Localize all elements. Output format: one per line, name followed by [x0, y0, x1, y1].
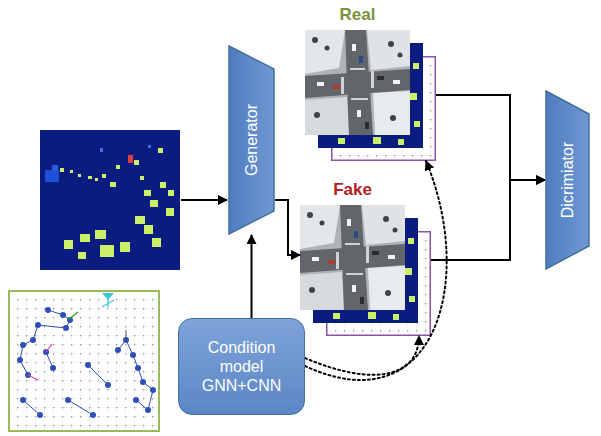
illustration-part [116, 165, 120, 169]
illustration-part [30, 337, 36, 343]
illustration-part [28, 375, 38, 380]
illustration-part [37, 412, 43, 418]
trapezoid-shape [229, 46, 274, 234]
arrow-connector [436, 95, 545, 180]
illustration-part [126, 330, 127, 340]
illustration-part [45, 307, 51, 313]
illustration-part [90, 412, 96, 418]
arrow-connector [275, 200, 300, 255]
illustration-part [144, 190, 151, 196]
trapezoid-shape [546, 91, 589, 269]
illustration-part [80, 234, 90, 242]
arrow-connector [251, 235, 253, 318]
illustration-part [158, 148, 163, 153]
illustration-part [305, 30, 410, 135]
illustration-part [20, 342, 26, 348]
illustration-part [60, 148, 174, 259]
illustration-part [168, 190, 174, 196]
fake-image-stack: Fake [300, 205, 431, 336]
illustration-part [115, 347, 121, 353]
illustration-part [102, 300, 114, 307]
scene-graph [9, 291, 159, 431]
illustration-part [145, 407, 151, 413]
illustration-part [65, 397, 71, 403]
dotted-connector [305, 161, 447, 380]
illustration-part [152, 238, 161, 247]
real-image-stack: Real [305, 30, 436, 161]
fake-image-layers [300, 205, 430, 335]
illustration-part [78, 174, 81, 177]
arrow-connector [431, 180, 545, 260]
image-heading: Fake [300, 180, 405, 200]
illustration-part [150, 200, 158, 207]
illustration-part [105, 382, 111, 388]
illustration-part [95, 178, 98, 181]
illustration-part [120, 242, 130, 252]
box-label: Condition model GNN+CNN [197, 338, 287, 395]
illustration-part [46, 340, 153, 410]
condition-model-box: Condition model GNN+CNN [178, 318, 305, 415]
illustration-part [20, 310, 153, 415]
illustration-part [85, 362, 91, 368]
illustration-part [46, 344, 52, 352]
layout-map [40, 130, 180, 270]
illustration-part [60, 312, 66, 318]
illustration-part [135, 365, 141, 371]
illustration-part [110, 182, 116, 187]
illustration-part [20, 397, 26, 403]
illustration-part [45, 170, 59, 182]
illustration-part [144, 225, 153, 234]
illustration-part [102, 293, 114, 300]
illustration-part [40, 130, 180, 270]
illustration-part [150, 387, 156, 393]
block-label: Dicrimiator [559, 142, 577, 218]
illustration-part [300, 205, 405, 310]
generator-block: Generator [228, 45, 275, 235]
illustration-part [35, 322, 41, 328]
illustration-part [140, 176, 144, 180]
illustration-part [63, 325, 69, 331]
illustration-part [140, 379, 146, 385]
illustration-part [60, 168, 64, 172]
image-heading: Real [305, 5, 410, 25]
illustration-part [70, 170, 73, 173]
block-label: Generator [243, 104, 261, 176]
illustration-part [148, 145, 151, 148]
illustration-part [17, 307, 156, 418]
illustration-part [68, 312, 78, 320]
illustration-part [166, 208, 174, 216]
illustration-part [52, 165, 58, 171]
discriminator-block: Dicrimiator [545, 90, 590, 270]
illustration-part [135, 216, 145, 224]
illustration-part [100, 245, 114, 257]
illustration-part [64, 240, 73, 249]
illustration-part [100, 148, 103, 152]
illustration-part [88, 176, 92, 179]
illustration-part [50, 365, 56, 371]
illustration-part [128, 155, 133, 163]
illustration-part [130, 352, 136, 358]
illustration-part [95, 230, 106, 239]
real-image-layers [305, 30, 435, 160]
illustration-part [23, 365, 108, 415]
illustration-part [17, 357, 23, 363]
input-arrow [181, 199, 227, 201]
illustration-part [134, 160, 139, 165]
illustration-part [133, 397, 139, 403]
illustration-part [78, 252, 86, 259]
illustration-part [160, 182, 166, 188]
illustration-part [9, 291, 159, 431]
illustration-part [20, 310, 70, 375]
illustration-part [102, 174, 106, 178]
